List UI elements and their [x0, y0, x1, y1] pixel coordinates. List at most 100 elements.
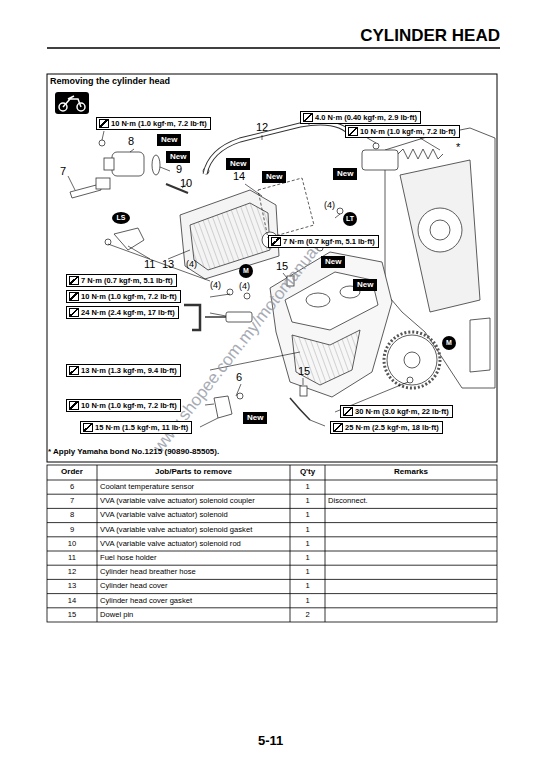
new-tag-text: New [161, 135, 177, 144]
table-cell: Cylinder head breather hose [97, 568, 290, 576]
table-cell: Coolant temperature sensor [97, 483, 290, 491]
callout-number: 15 [298, 365, 310, 377]
new-tag-text: New [247, 413, 263, 422]
torque-text: 25 N·m (2.5 kgf·m, 18 lb·ft) [345, 423, 439, 432]
new-tag-text: New [337, 169, 353, 178]
table-header: Q'ty [290, 468, 325, 477]
table-cell: 13 [47, 582, 97, 590]
torque-spec-box: 4.0 N·m (0.40 kgf·m, 2.9 lb·ft) [300, 111, 421, 124]
torque-spec-box: 10 N·m (1.0 kgf·m, 7.2 lb·ft) [66, 290, 181, 303]
table-cell: VVA (variable valve actuator) solenoid [97, 511, 290, 519]
table-cell: 15 [47, 611, 97, 619]
new-tag-text: New [357, 280, 373, 289]
torque-text: 4.0 N·m (0.40 kgf·m, 2.9 lb·ft) [315, 113, 417, 122]
section-heading: Removing the cylinder head [50, 77, 170, 87]
new-part-tag: New [243, 412, 267, 424]
new-part-tag: New [353, 279, 377, 291]
table-header: Remarks [325, 468, 497, 477]
table-cell: 10 [47, 540, 97, 548]
quantity-mark: (4) [239, 282, 250, 292]
table-cell: 12 [47, 568, 97, 576]
new-part-tag: New [321, 256, 345, 268]
new-tag-text: New [325, 257, 341, 266]
callout-number: 11 [144, 258, 155, 270]
callout-number: 14 [233, 170, 245, 182]
torque-text: 10 N·m (1.0 kgf·m, 7.2 lb·ft) [360, 127, 456, 136]
new-part-tag: New [262, 171, 286, 183]
table-cell: VVA (variable valve actuator) solenoid r… [97, 540, 290, 548]
page-number: 5-11 [258, 734, 283, 748]
new-part-tag: New [226, 158, 250, 170]
table-cell: 11 [47, 554, 97, 562]
new-tag-text: New [170, 152, 186, 161]
table-cell: 9 [47, 526, 97, 534]
callout-number: 6 [236, 371, 242, 383]
lubricant-symbol: LS [115, 214, 127, 222]
torque-spec-box: 15 N·m (1.5 kgf·m, 11 lb·ft) [80, 421, 192, 434]
table-header: Job/Parts to remove [97, 468, 290, 477]
torque-spec-box: 13 N·m (1.3 kgf·m, 9.4 lb·ft) [66, 364, 181, 377]
table-cell: 1 [290, 568, 325, 576]
torque-spec-box: 10 N·m (1.0 kgf·m, 7.2 lb·ft) [96, 117, 211, 130]
callout-number: 13 [162, 258, 174, 270]
torque-text: 24 N·m (2.4 kgf·m, 17 lb·ft) [81, 308, 175, 317]
new-part-tag: New [157, 134, 181, 146]
torque-spec-box: 25 N·m (2.5 kgf·m, 18 lb·ft) [330, 421, 443, 434]
table-cell: Cylinder head cover [97, 582, 290, 590]
table-cell: 2 [290, 611, 325, 619]
table-cell: 1 [290, 540, 325, 548]
table-cell: 8 [47, 511, 97, 519]
torque-text: 7 N·m (0.7 kgf·m, 5.1 lb·ft) [81, 276, 173, 285]
table-cell: Dowel pin [97, 611, 290, 619]
torque-text: 30 N·m (3.0 kgf·m, 22 lb·ft) [355, 407, 449, 416]
torque-spec-box: 10 N·m (1.0 kgf·m, 7.2 lb·ft) [66, 399, 181, 412]
torque-text: 10 N·m (1.0 kgf·m, 7.2 lb·ft) [111, 119, 207, 128]
table-cell: 6 [47, 483, 97, 491]
new-part-tag: New [333, 168, 357, 180]
callout-number: 7 [60, 165, 66, 177]
callout-number: 12 [256, 121, 268, 133]
quantity-mark: (4) [186, 260, 197, 270]
table-cell: 7 [47, 497, 97, 505]
table-cell: 1 [290, 497, 325, 505]
new-tag-text: New [266, 172, 282, 181]
torque-spec-box: 24 N·m (2.4 kgf·m, 17 lb·ft) [66, 306, 179, 319]
quantity-mark: (4) [210, 281, 221, 291]
torque-text: 7 N·m (0.7 kgf·m, 5.1 lb·ft) [283, 237, 375, 246]
callout-number: * [456, 141, 460, 153]
callout-number: 8 [128, 135, 134, 147]
table-cell: Fuel hose holder [97, 554, 290, 562]
torque-spec-box: 30 N·m (3.0 kgf·m, 22 lb·ft) [340, 405, 453, 418]
torque-spec-box: 10 N·m (1.0 kgf·m, 7.2 lb·ft) [345, 125, 460, 138]
table-header: Order [47, 468, 97, 477]
lubricant-symbol: M [443, 339, 455, 347]
quantity-mark: (4) [324, 201, 335, 211]
torque-text: 15 N·m (1.5 kgf·m, 11 lb·ft) [95, 423, 188, 432]
page-title: CYLINDER HEAD [360, 27, 500, 46]
table-cell: 1 [290, 483, 325, 491]
table-cell: 1 [290, 511, 325, 519]
table-cell: 1 [290, 526, 325, 534]
torque-text: 10 N·m (1.0 kgf·m, 7.2 lb·ft) [81, 401, 177, 410]
new-part-tag: New [166, 151, 190, 163]
table-cell: 1 [290, 554, 325, 562]
lubricant-symbol: LT [344, 215, 356, 223]
torque-text: 10 N·m (1.0 kgf·m, 7.2 lb·ft) [81, 292, 177, 301]
table-cell: Cylinder head cover gasket [97, 597, 290, 605]
lubricant-symbol: M [240, 267, 252, 275]
table-cell: Disconnect. [325, 497, 497, 505]
note: * Apply Yamaha bond No.1215 (90890-85505… [48, 448, 219, 457]
table-cell: VVA (variable valve actuator) solenoid c… [97, 497, 290, 505]
callout-number: 10 [180, 177, 192, 189]
callout-number: 9 [176, 163, 182, 175]
torque-spec-box: 7 N·m (0.7 kgf·m, 5.1 lb·ft) [66, 274, 177, 287]
table-cell: VVA (variable valve actuator) solenoid g… [97, 526, 290, 534]
table-cell: 1 [290, 597, 325, 605]
table-cell: 1 [290, 582, 325, 590]
torque-text: 13 N·m (1.3 kgf·m, 9.4 lb·ft) [81, 366, 177, 375]
callout-number: 15 [276, 260, 288, 272]
new-tag-text: New [230, 159, 246, 168]
